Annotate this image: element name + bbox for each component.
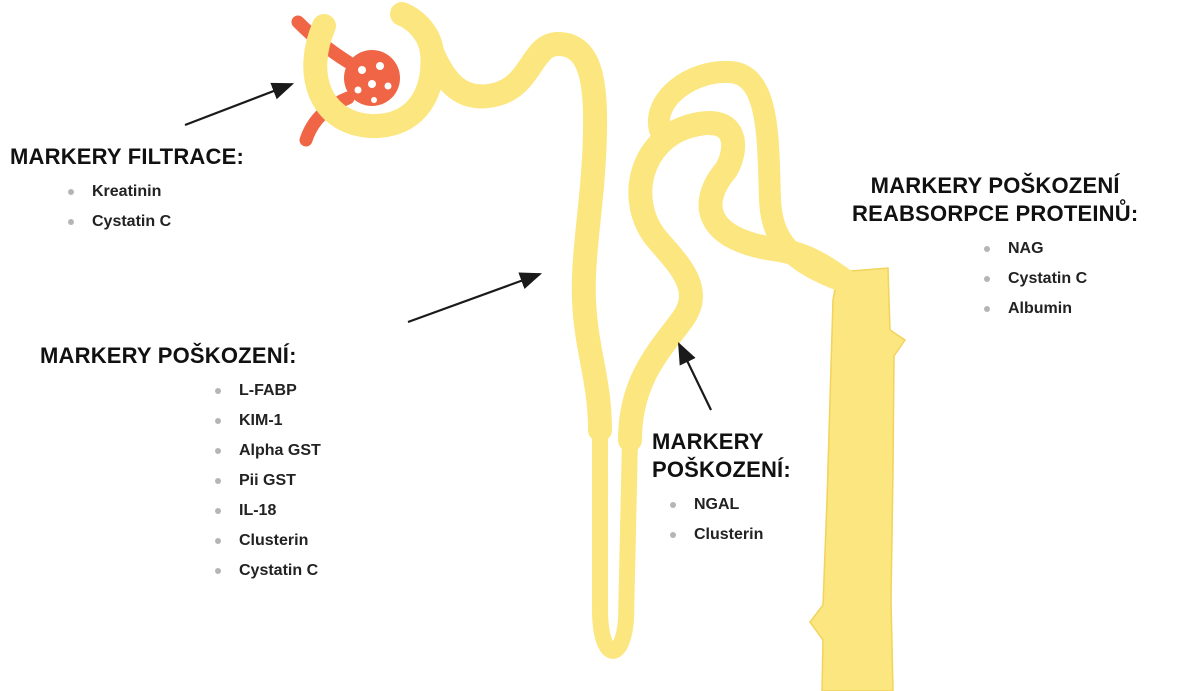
glomerulus-capillary-loop: [385, 83, 392, 90]
list-item: Pii GST: [215, 466, 321, 496]
glomerulus-capillary-loop: [355, 87, 362, 94]
damage-markers-left: MARKERY POŠKOZENÍ: L-FABP KIM-1 Alpha GS…: [40, 342, 321, 586]
bullet-icon: [215, 508, 221, 514]
glomerulus-capillary-loop: [358, 66, 366, 74]
reabsorption-heading: MARKERY POŠKOZENÍ REABSORPCE PROTEINŮ:: [852, 172, 1138, 228]
list-item: NAG: [984, 234, 1138, 264]
list-item: NGAL: [670, 490, 791, 520]
heading-line: MARKERY POŠKOZENÍ: [852, 172, 1138, 200]
marker-name: NGAL: [694, 496, 739, 513]
marker-name: Cystatin C: [239, 562, 318, 579]
filtration-markers: MARKERY FILTRACE: Kreatinin Cystatin C: [10, 143, 244, 237]
list-item: Clusterin: [215, 526, 321, 556]
marker-name: NAG: [1008, 240, 1044, 257]
marker-name: Clusterin: [239, 532, 308, 549]
bullet-icon: [215, 388, 221, 394]
bullet-icon: [670, 502, 676, 508]
bullet-icon: [215, 538, 221, 544]
glomerulus-capillary-loop: [368, 80, 376, 88]
bullet-icon: [984, 306, 990, 312]
heading-line: MARKERY: [652, 428, 791, 456]
marker-name: Alpha GST: [239, 442, 321, 459]
bullet-icon: [68, 219, 74, 225]
marker-name: Albumin: [1008, 300, 1072, 317]
marker-list: L-FABP KIM-1 Alpha GST Pii GST IL-18 Clu…: [215, 376, 321, 586]
heading-line: MARKERY POŠKOZENÍ:: [40, 342, 321, 370]
heading-line: MARKERY FILTRACE:: [10, 143, 244, 171]
collecting-duct: [810, 268, 905, 691]
arrow-to-glomerulus: [185, 84, 292, 125]
list-item: Cystatin C: [984, 264, 1138, 294]
bullet-icon: [215, 568, 221, 574]
marker-name: Cystatin C: [1008, 270, 1087, 287]
bullet-icon: [984, 246, 990, 252]
damage-markers-middle: MARKERY POŠKOZENÍ: NGAL Clusterin: [652, 428, 791, 550]
bullet-icon: [984, 276, 990, 282]
list-item: L-FABP: [215, 376, 321, 406]
marker-name: Clusterin: [694, 526, 763, 543]
list-item: Alpha GST: [215, 436, 321, 466]
list-item: Cystatin C: [215, 556, 321, 586]
damage-heading: MARKERY POŠKOZENÍ:: [40, 342, 321, 370]
heading-line: REABSORPCE PROTEINŮ:: [852, 200, 1138, 228]
arrow-to-proximal-tubule: [408, 274, 540, 322]
list-item: Cystatin C: [68, 207, 244, 237]
proximal-tubule: [432, 44, 600, 430]
list-item: Albumin: [984, 294, 1138, 324]
list-item: Clusterin: [670, 520, 791, 550]
marker-list: Kreatinin Cystatin C: [68, 177, 244, 237]
glomerulus-capillary-loop: [376, 62, 384, 70]
reabsorption-damage-markers: MARKERY POŠKOZENÍ REABSORPCE PROTEINŮ: N…: [852, 172, 1138, 324]
damage-heading: MARKERY POŠKOZENÍ:: [652, 428, 791, 484]
marker-name: IL-18: [239, 502, 276, 519]
heading-line: POŠKOZENÍ:: [652, 456, 791, 484]
loop-of-henle: [600, 430, 630, 651]
bullet-icon: [670, 532, 676, 538]
list-item: IL-18: [215, 496, 321, 526]
marker-name: Kreatinin: [92, 183, 161, 200]
bullet-icon: [68, 189, 74, 195]
list-item: Kreatinin: [68, 177, 244, 207]
bullet-icon: [215, 478, 221, 484]
arrow-to-distal-tubule: [679, 344, 711, 410]
marker-name: Cystatin C: [92, 213, 171, 230]
glomerulus-capillary-loop: [371, 97, 377, 103]
marker-list: NGAL Clusterin: [670, 490, 791, 550]
bullet-icon: [215, 448, 221, 454]
glomerulus: [344, 50, 400, 106]
marker-list: NAG Cystatin C Albumin: [984, 234, 1138, 324]
marker-name: KIM-1: [239, 412, 283, 429]
list-item: KIM-1: [215, 406, 321, 436]
filtration-heading: MARKERY FILTRACE:: [10, 143, 244, 171]
bullet-icon: [215, 418, 221, 424]
marker-name: L-FABP: [239, 382, 297, 399]
marker-name: Pii GST: [239, 472, 296, 489]
